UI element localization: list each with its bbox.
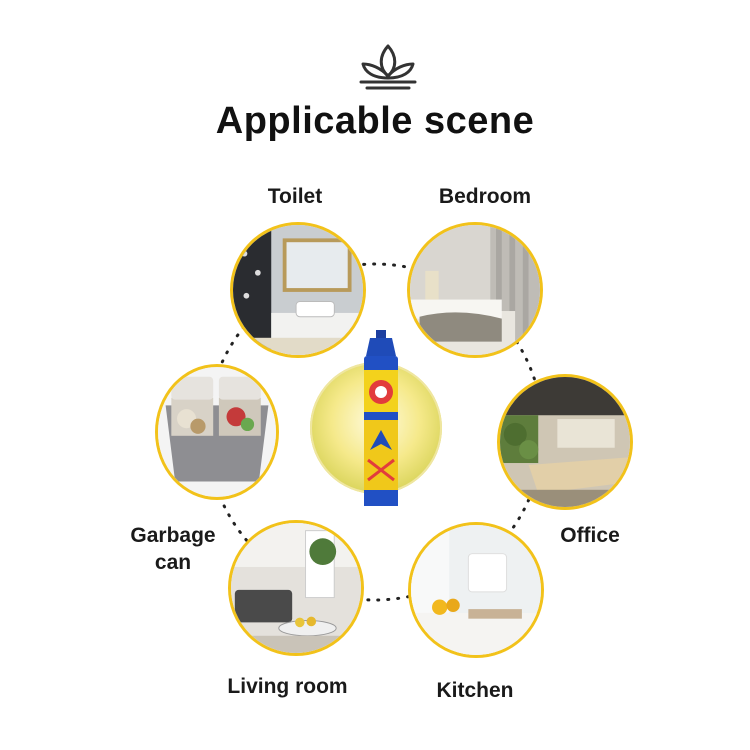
scene-bedroom-image <box>407 222 543 358</box>
scene-bedroom-label: Bedroom <box>438 185 532 208</box>
spray-can-icon <box>364 330 398 506</box>
scene-office-label: Office <box>560 524 620 547</box>
scene-toilet-label: Toilet <box>267 185 323 208</box>
garbage-label-line2: can <box>154 551 192 574</box>
page-title: Applicable scene <box>215 100 535 142</box>
scene-living-room-label: Living room <box>227 675 348 698</box>
scene-living-room-image <box>228 520 364 656</box>
scene-kitchen-label: Kitchen <box>436 679 514 702</box>
scene-toilet-image <box>230 222 366 358</box>
garbage-label-line1: Garbage <box>130 524 216 547</box>
scene-kitchen-image <box>408 522 544 658</box>
scene-garbage-can-image <box>155 364 279 500</box>
lotus-icon <box>359 44 417 90</box>
scene-garbage-can-label: Garbage can <box>118 522 228 576</box>
scene-office-image <box>497 374 633 510</box>
